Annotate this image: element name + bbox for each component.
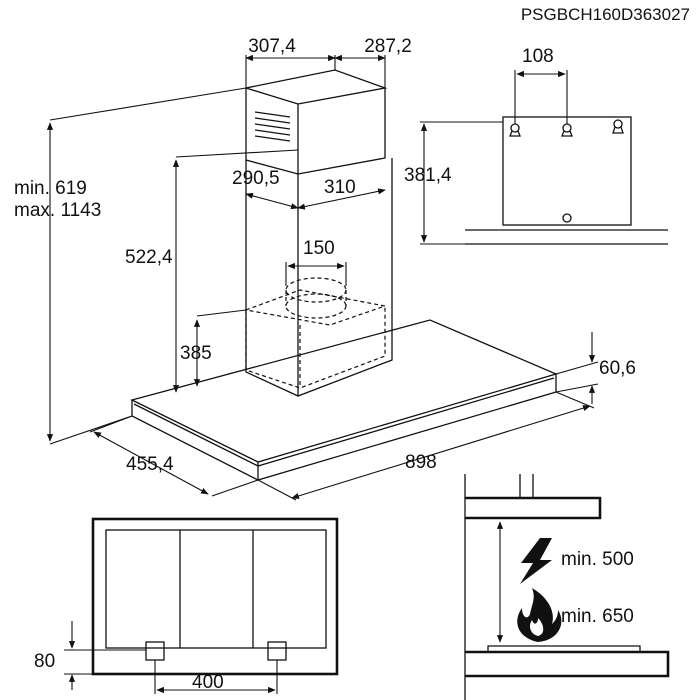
label-hob-offset: 80 xyxy=(34,651,55,672)
chimney-lower xyxy=(245,158,393,397)
canopy-front xyxy=(131,374,557,481)
label-chimney-inner: 310 xyxy=(324,177,356,198)
dim-canopy-thickness: 60,6 xyxy=(555,332,636,404)
label-bracket-offset: 290,5 xyxy=(232,168,280,189)
document-code: PSGBCH160D363027 xyxy=(521,5,690,24)
label-upper-height: 522,4 xyxy=(125,247,173,268)
hob-side xyxy=(465,650,670,678)
hob-outline xyxy=(91,517,339,676)
label-canopy-width: 898 xyxy=(405,452,437,473)
label-height-max: max. 1143 xyxy=(14,200,101,221)
label-bracket-height: 381,4 xyxy=(404,165,452,186)
dim-canopy-depth: 455,4 xyxy=(89,415,259,497)
label-canopy-thickness: 60,6 xyxy=(599,358,636,379)
label-hob-spacing: 400 xyxy=(192,672,224,693)
dim-chimney-top: 307,4 287,2 xyxy=(245,36,412,88)
vent-slots xyxy=(254,111,291,142)
lightning-bolt-icon xyxy=(520,538,552,584)
motor-box xyxy=(243,277,388,389)
dim-upper-height: 522,4 xyxy=(125,159,180,393)
dim-canopy-width: 898 xyxy=(257,391,595,501)
label-gas-clearance: min. 650 xyxy=(561,606,634,627)
keyhole-left xyxy=(509,123,521,137)
label-canopy-depth: 455,4 xyxy=(126,454,174,475)
label-bracket-spacing: 108 xyxy=(522,46,554,67)
clearance-side-view: min. 500 min. 650 xyxy=(464,474,670,700)
label-electric-clearance: min. 500 xyxy=(561,549,634,570)
dim-outlet: 150 xyxy=(285,238,347,286)
hood-drawing xyxy=(130,69,558,481)
label-lower-height: 385 xyxy=(180,343,212,364)
hob-zones xyxy=(105,529,327,649)
label-outlet-diameter: 150 xyxy=(303,238,335,259)
keyhole-middle xyxy=(561,123,573,137)
mount-hole-left xyxy=(145,641,165,661)
label-height-min: min. 619 xyxy=(14,178,87,199)
hood-side xyxy=(465,496,602,520)
bracket-plate xyxy=(502,116,632,226)
hob-plan: 80 400 xyxy=(34,517,339,694)
flame-icon xyxy=(517,588,562,642)
mount-hole-right xyxy=(267,641,287,661)
dim-total-height: min. 619 max. 1143 xyxy=(14,87,247,445)
label-chimney-width: 307,4 xyxy=(248,36,296,57)
dim-lower-height: 385 xyxy=(180,309,247,387)
burner-line xyxy=(487,645,641,652)
bracket-detail: 108 381,4 xyxy=(404,46,668,245)
screw-hole xyxy=(562,213,572,223)
dim-chimney-inner: 290,5 310 xyxy=(175,149,386,210)
chimney-top xyxy=(245,69,388,105)
label-chimney-depth: 287,2 xyxy=(364,36,412,57)
keyhole-right xyxy=(612,119,624,134)
